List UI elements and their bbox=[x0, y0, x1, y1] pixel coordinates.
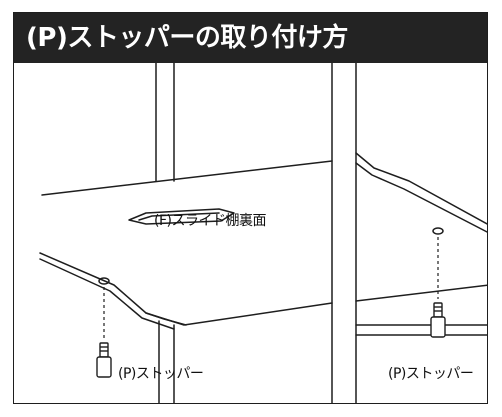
right-shelf-front bbox=[355, 284, 487, 302]
shelf-handle-slot bbox=[128, 208, 235, 225]
right-shelf-back-thickness bbox=[355, 162, 487, 233]
stopper-left bbox=[96, 342, 112, 378]
stopper-installation-illustration bbox=[39, 63, 487, 403]
shelf-back-label: (F)スライド棚裏面 bbox=[154, 213, 266, 229]
shelf-back-edge bbox=[41, 160, 333, 196]
shelf-front-edge-thickness bbox=[39, 258, 175, 330]
stopper-right bbox=[430, 302, 446, 338]
stopper-label-left: (P)ストッパー bbox=[118, 366, 204, 382]
panel-title: (P)ストッパーの取り付け方 bbox=[26, 23, 348, 53]
title-bar: (P)ストッパーの取り付け方 bbox=[14, 13, 487, 63]
right-shelf-back bbox=[355, 152, 487, 225]
instruction-panel: (P)ストッパーの取り付け方 bbox=[13, 12, 488, 404]
shelf-front-edge bbox=[39, 252, 333, 326]
shelf-lip bbox=[145, 312, 187, 326]
mount-hole-left bbox=[98, 277, 110, 285]
shelf-handle-inner bbox=[138, 212, 220, 221]
stopper-label-right: (P)ストッパー bbox=[388, 366, 474, 382]
mount-hole-right bbox=[432, 227, 444, 235]
